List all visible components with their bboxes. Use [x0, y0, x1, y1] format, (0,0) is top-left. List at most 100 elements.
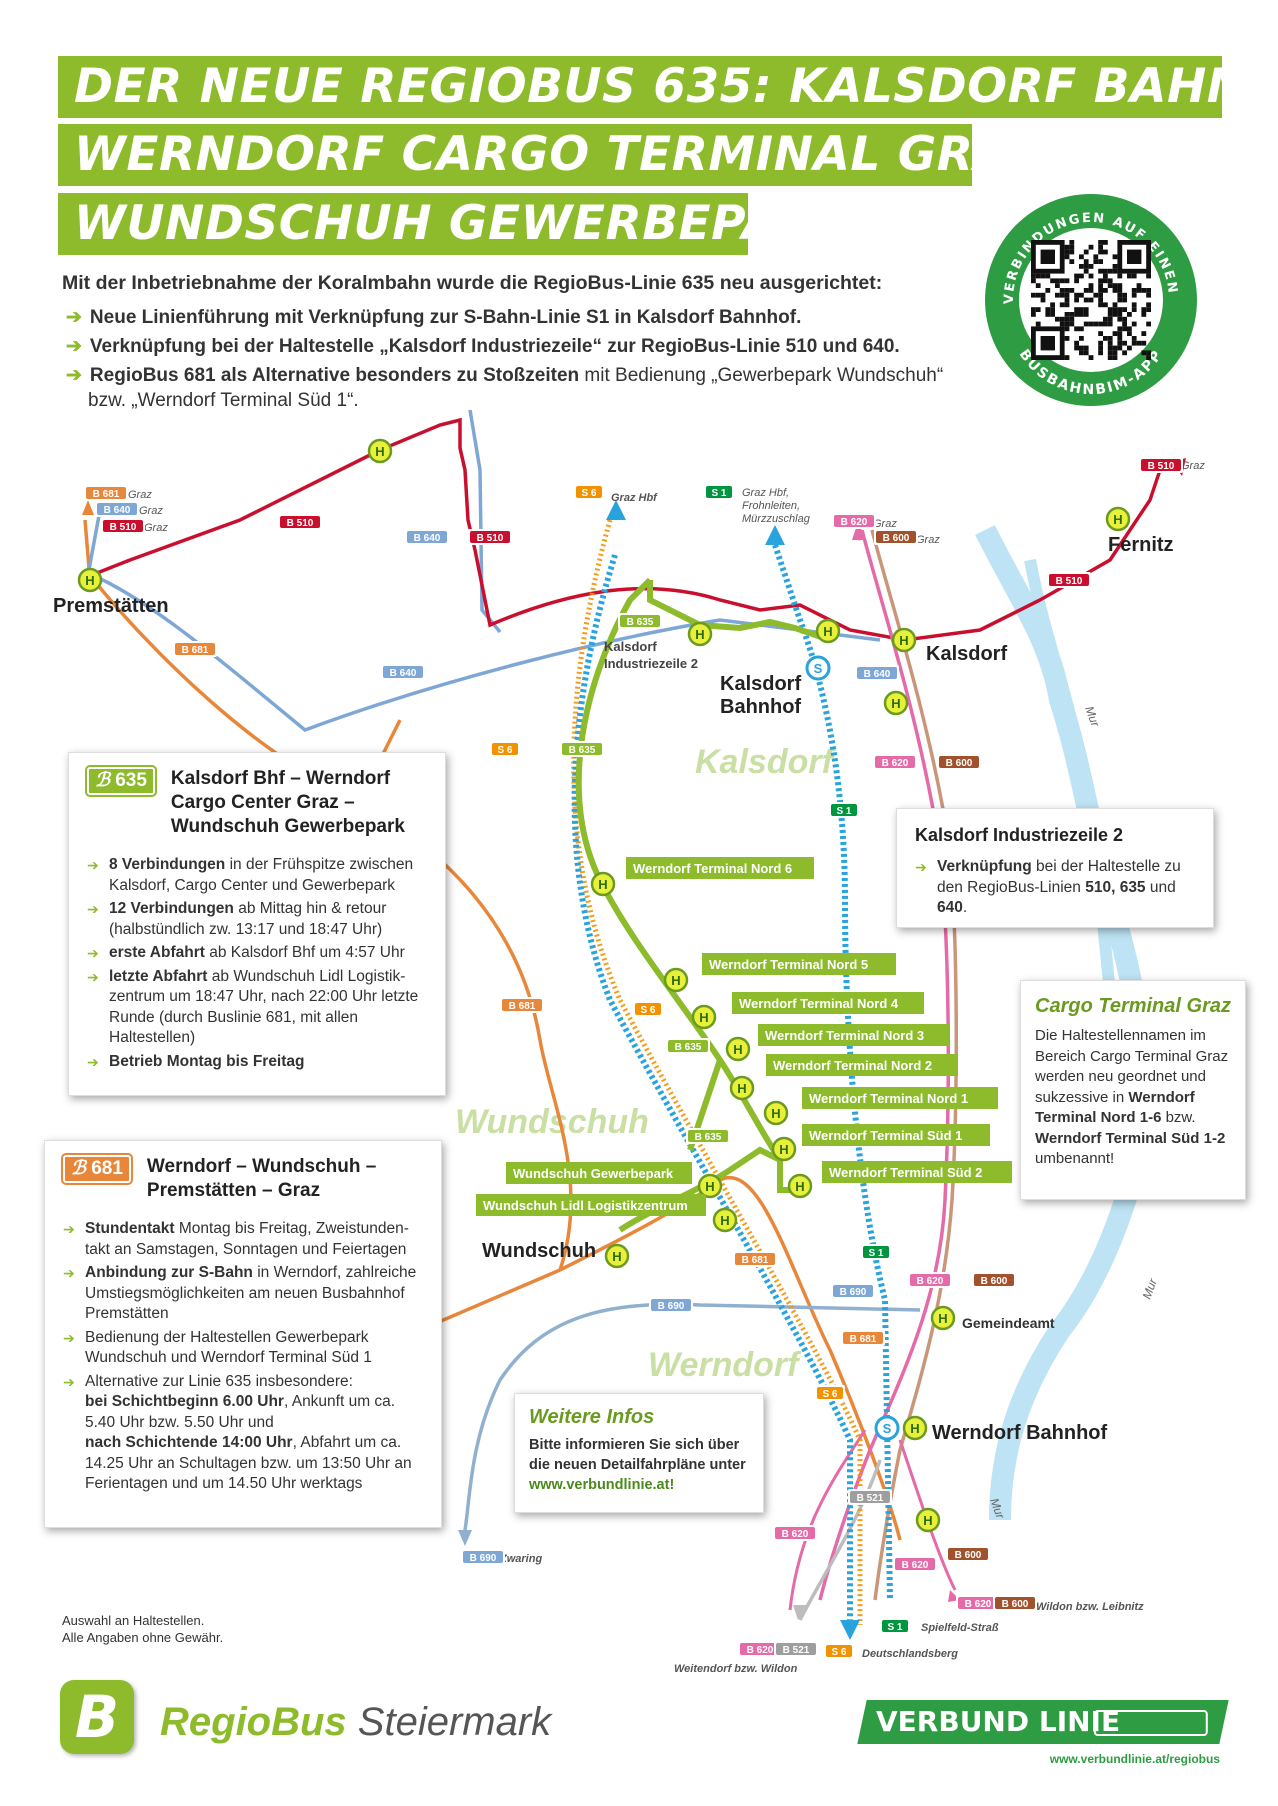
bus-stop-icon: H — [77, 567, 103, 593]
route-600 — [870, 529, 959, 1601]
svg-text:S: S — [814, 661, 823, 676]
river-label-2: Mur — [1140, 1276, 1161, 1301]
svg-text:B 600: B 600 — [883, 533, 910, 544]
bus-stop-icon: H — [729, 1075, 755, 1101]
place-premstaetten: Premstätten — [53, 595, 169, 617]
svg-text:B 521: B 521 — [857, 1493, 884, 1504]
line-badge-620: B 620 — [738, 1641, 782, 1657]
dest-graz-hbf: Graz Hbf — [611, 492, 658, 504]
arrow-icon — [793, 1605, 807, 1620]
qr-code-icon[interactable] — [1031, 240, 1151, 360]
place-kalsdorf-bhf-2: Bahnhof — [720, 696, 801, 718]
line-badge-640: B 640 — [405, 529, 449, 545]
verbundlinie-url[interactable]: www.verbundlinie.at/regiobus — [1049, 1752, 1220, 1766]
line-badge-681: B 681 — [84, 485, 128, 501]
svg-text:H: H — [671, 973, 680, 988]
svg-text:B 620: B 620 — [917, 1276, 944, 1287]
dest-spielfeld: Spielfeld-Straß — [921, 1622, 999, 1634]
svg-text:H: H — [85, 573, 94, 588]
svg-text:B 681: B 681 — [509, 1001, 536, 1012]
svg-text:S 6: S 6 — [822, 1389, 837, 1400]
arrow-icon: ➔ — [66, 365, 82, 386]
stop-label-nord3: Werndorf Terminal Nord 3 — [758, 1024, 950, 1046]
box635-heading-3: Wundschuh Gewerbepark — [170, 816, 405, 837]
line-badge-6: S 6 — [633, 1001, 663, 1017]
line-badge-681: B 681 — [841, 1330, 885, 1346]
place-werndorf-bahnhof: Werndorf Bahnhof — [932, 1422, 1108, 1444]
intro-text: Mit der Inbetriebnahme der Koralmbahn wu… — [62, 272, 883, 294]
dest-s1-3: Mürzzuschlag — [742, 513, 811, 525]
svg-text:B 635: B 635 — [695, 1132, 722, 1143]
line-badge-620: B 620 — [908, 1272, 952, 1288]
line-badge-690: B 690 — [831, 1283, 875, 1299]
bus-stop-icon: H — [883, 690, 909, 716]
regiobus-logo: B — [60, 1680, 134, 1754]
line-badge-510: B 510 — [1047, 572, 1091, 588]
line-badge-600: B 600 — [874, 529, 918, 545]
stop-label-nord4: Werndorf Terminal Nord 4 — [732, 992, 924, 1014]
svg-text:Werndorf Terminal Nord 1: Werndorf Terminal Nord 1 — [809, 1091, 968, 1106]
svg-text:S 6: S 6 — [497, 745, 512, 756]
svg-text:B 640: B 640 — [104, 505, 131, 516]
line-badge-681: ℬ 681 — [63, 1155, 131, 1183]
qr-badge[interactable]: ALLE VERBINDUNGEN AUF EINEN BLICK BUSBAH… — [983, 192, 1199, 408]
place-industriezeile: Kalsdorf — [604, 639, 657, 654]
dest-s1-2: Frohnleiten, — [742, 500, 800, 512]
svg-text:B 620: B 620 — [782, 1529, 809, 1540]
info-box-681: ℬ 681 Werndorf – Wundschuh – Premstätten… — [44, 1140, 442, 1528]
line-badge-635: B 635 — [686, 1128, 730, 1144]
svg-text:B 635: B 635 — [569, 745, 596, 756]
route-635 — [575, 577, 831, 1233]
svg-text:B 640: B 640 — [864, 669, 891, 680]
box635-item-5: Betrieb Montag bis Freitag — [87, 1052, 427, 1073]
svg-text:B 600: B 600 — [1002, 1599, 1029, 1610]
svg-text:Werndorf Terminal Nord 3: Werndorf Terminal Nord 3 — [765, 1028, 924, 1043]
dest-weitendorf: Weitendorf bzw. Wildon — [674, 1663, 798, 1675]
bus-stop-icon: H — [771, 1136, 797, 1162]
svg-text:B 600: B 600 — [946, 758, 973, 769]
box681-item-1: Stundentakt Montag bis Freitag, Zweistun… — [63, 1219, 423, 1260]
verbundlinie-link[interactable]: www.verbundlinie.at! — [529, 1477, 675, 1493]
svg-text:B 510: B 510 — [287, 518, 314, 529]
svg-text:B 681: B 681 — [742, 1255, 769, 1266]
bus-stop-icon: H — [604, 1243, 630, 1269]
svg-text:H: H — [938, 1311, 947, 1326]
place-kalsdorf: Kalsdorf — [926, 643, 1007, 665]
box635-item-3: erste Abfahrt ab Kalsdorf Bhf um 4:57 Uh… — [87, 943, 427, 964]
dest-s1: Graz Hbf, — [742, 487, 789, 499]
svg-text:H: H — [823, 624, 832, 639]
svg-text:H: H — [699, 1010, 708, 1025]
bus-stop-icon: H — [687, 621, 713, 647]
bullet-1: ➔Neue Linienführung mit Verknüpfung zur … — [66, 307, 802, 328]
place-fernitz: Fernitz — [1108, 534, 1174, 556]
line-badge-510: B 510 — [278, 514, 322, 530]
regiobus-brand: RegioBus Steiermark — [160, 1700, 552, 1744]
box635-item-2: 12 Verbindungen ab Mittag hin & retour (… — [87, 899, 427, 940]
svg-text:B 620: B 620 — [841, 517, 868, 528]
svg-text:H: H — [720, 1213, 729, 1228]
bullet-3: ➔RegioBus 681 als Alternative besonders … — [66, 365, 944, 411]
info-box-cargo-terminal: Cargo Terminal Graz Die Haltestellenname… — [1020, 980, 1246, 1200]
line-badge-620: B 620 — [893, 1556, 937, 1572]
svg-text:B 521: B 521 — [783, 1645, 810, 1656]
svg-text:Werndorf Terminal Nord 6: Werndorf Terminal Nord 6 — [633, 861, 792, 876]
line-badge-1: S 1 — [829, 802, 859, 818]
svg-text:S 6: S 6 — [581, 488, 596, 499]
bus-stop-icon: H — [725, 1036, 751, 1062]
svg-text:B 510: B 510 — [1148, 461, 1175, 472]
info-box-industriezeile: Kalsdorf Industriezeile 2 Verknüpfung be… — [896, 808, 1214, 928]
line-badge-635: B 635 — [560, 741, 604, 757]
svg-text:B 640: B 640 — [390, 668, 417, 679]
box-info-text: Bitte informieren Sie sich über die neue… — [529, 1437, 746, 1493]
bus-stop-icon: H — [697, 1173, 723, 1199]
box635-item-4: letzte Abfahrt ab Wundschuh Lidl Logisti… — [87, 967, 427, 1049]
box-cargo-heading: Cargo Terminal Graz — [1035, 995, 1231, 1017]
river-label-3: Mur — [987, 1496, 1008, 1521]
svg-text:B 681: B 681 — [182, 645, 209, 656]
dest-wildon-leibnitz: Wildon bzw. Leibnitz — [1036, 1601, 1144, 1613]
line-badge-681: B 681 — [733, 1251, 777, 1267]
svg-text:Wundschuh Gewerbepark: Wundschuh Gewerbepark — [513, 1166, 674, 1181]
line-badge-600: B 600 — [972, 1272, 1016, 1288]
stop-label-nord1: Werndorf Terminal Nord 1 — [802, 1087, 998, 1109]
